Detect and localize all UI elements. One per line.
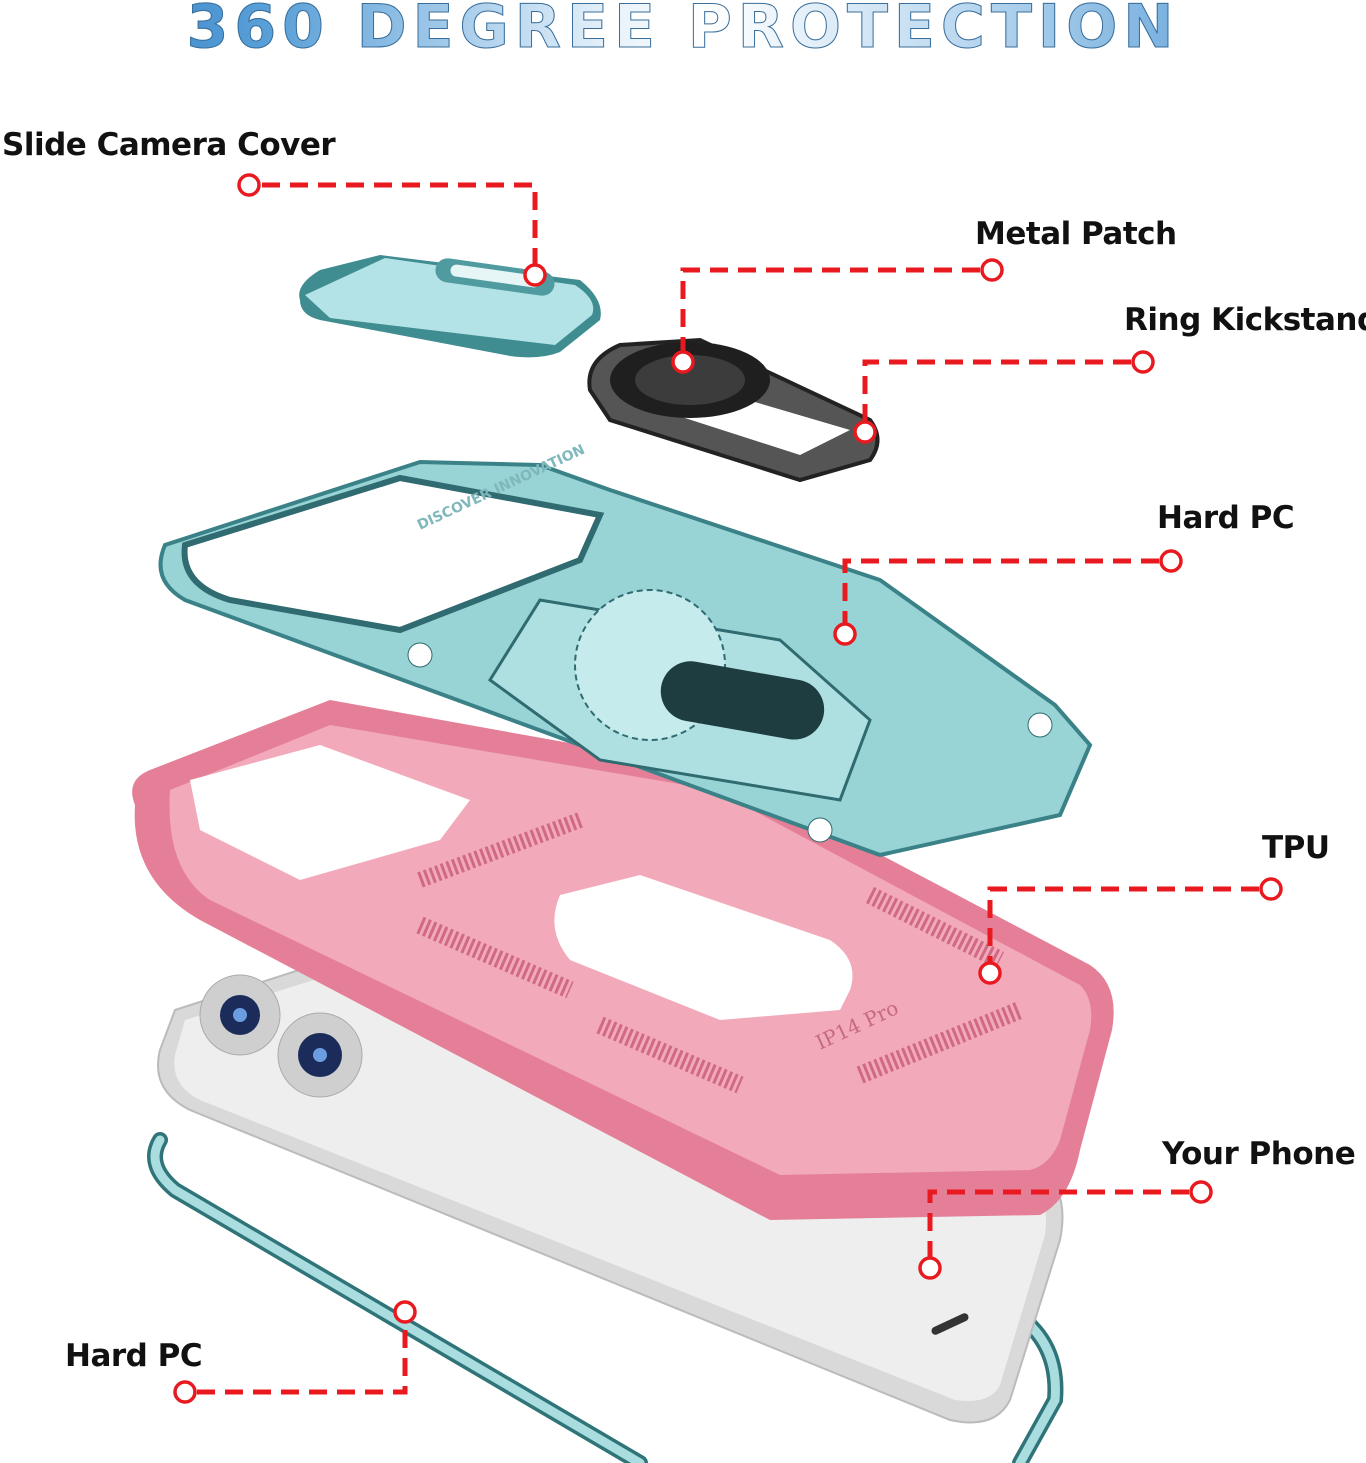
label-hard-pc-bottom: Hard PC bbox=[65, 1338, 203, 1374]
callout-your-phone bbox=[927, 1189, 1189, 1258]
phone bbox=[157, 958, 1064, 1424]
callout-hard-pc-bottom bbox=[197, 1322, 408, 1395]
slide-camera-cover bbox=[299, 255, 601, 358]
hard-pc-top-frame: DISCOVER INNOVATION bbox=[158, 442, 1093, 858]
callout-metal-patch bbox=[680, 267, 980, 352]
tpu-case: IP14 Pro bbox=[132, 700, 1114, 1220]
callout-tpu bbox=[987, 886, 1259, 963]
label-hard-pc-top: Hard PC bbox=[1157, 500, 1295, 536]
label-tpu: TPU bbox=[1262, 830, 1330, 866]
page-title: 360 DEGREE PROTECTION bbox=[0, 0, 1366, 63]
callout-hard-pc-top bbox=[842, 558, 1159, 624]
label-your-phone: Your Phone bbox=[1162, 1136, 1356, 1172]
callout-lines bbox=[197, 182, 1259, 1395]
label-metal-patch: Metal Patch bbox=[975, 216, 1177, 252]
ring-kickstand bbox=[587, 337, 880, 483]
callout-ring-kickstand bbox=[862, 359, 1131, 422]
callout-slide-camera-cover bbox=[262, 182, 538, 265]
label-slide-camera-cover: Slide Camera Cover bbox=[2, 127, 336, 163]
label-ring-kickstand: Ring Kickstand bbox=[1124, 302, 1366, 338]
callout-dots bbox=[173, 173, 1283, 1404]
